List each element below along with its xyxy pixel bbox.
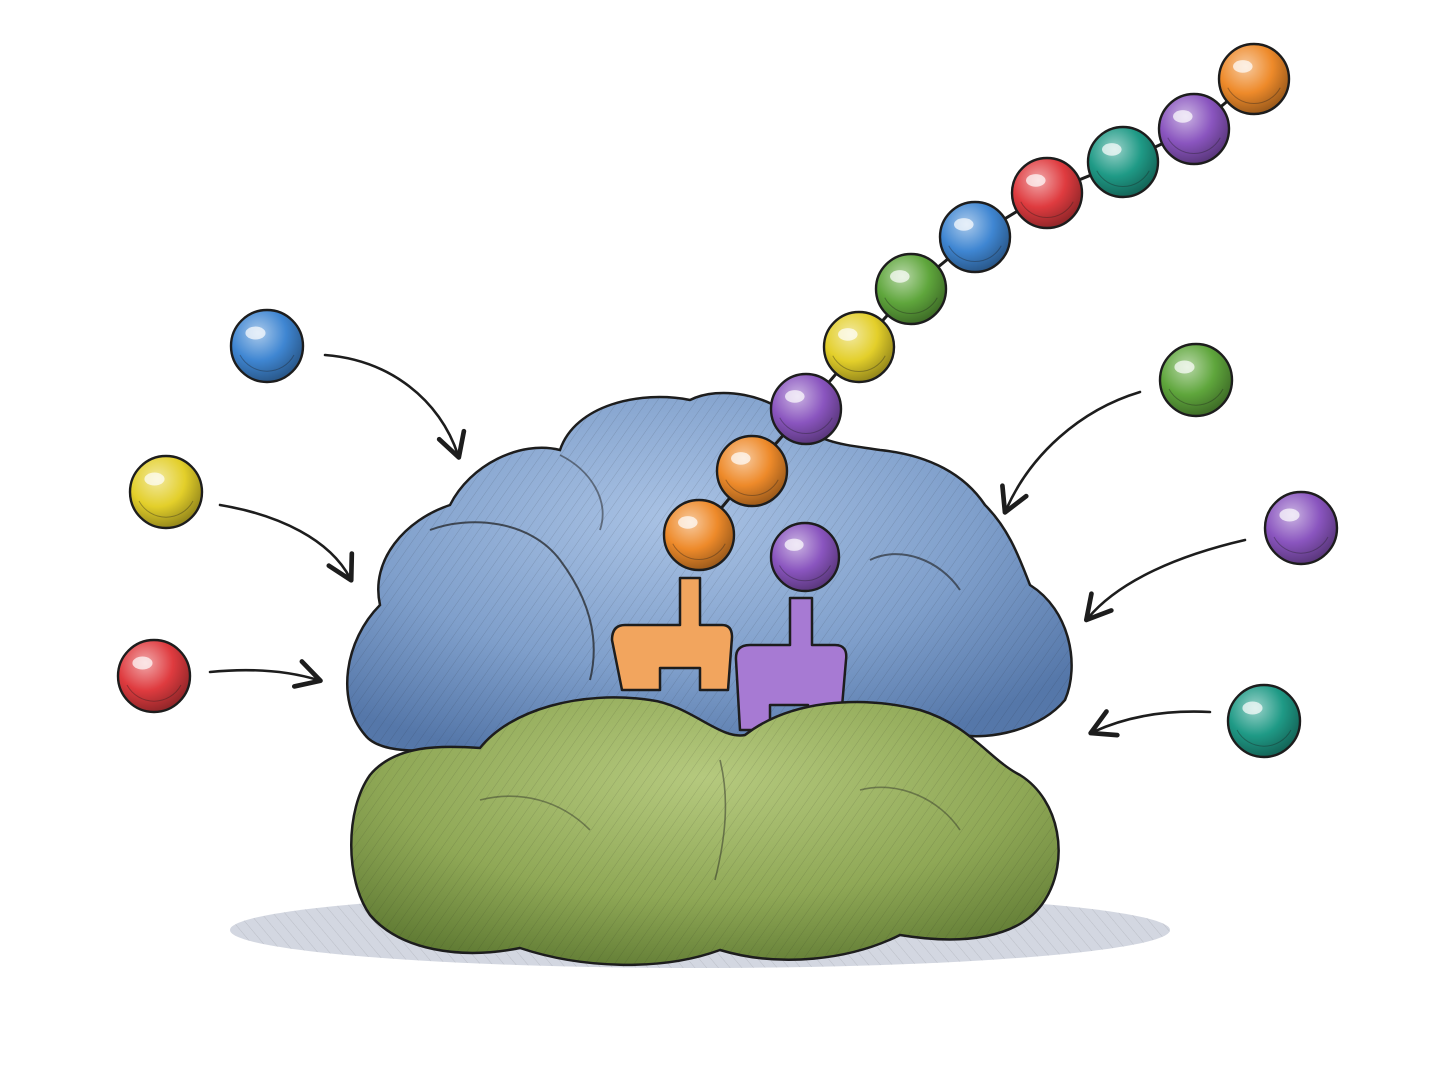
incoming-arrow-1 — [323, 353, 467, 460]
free-bead-blue — [229, 308, 305, 384]
free-bead-purple — [1263, 490, 1339, 566]
trna-purple — [734, 596, 848, 732]
incoming-arrows — [208, 353, 1247, 738]
incoming-arrow-5 — [1083, 538, 1247, 623]
small-subunit — [350, 696, 1060, 967]
chain-bead-orange — [715, 434, 789, 508]
large-subunit — [346, 391, 1073, 752]
chain-bead-orange — [662, 498, 736, 572]
chain-bead-orange — [1217, 42, 1291, 116]
polypeptide-chain — [662, 42, 1291, 593]
free-bead-green — [1158, 342, 1234, 418]
chain-link-line — [697, 77, 1255, 536]
incoming-arrow-6 — [1088, 709, 1212, 738]
incoming-arrow-3 — [208, 659, 323, 689]
chain-bead-purple — [769, 372, 843, 446]
chain-bead-red — [1010, 156, 1084, 230]
free-bead-teal — [1226, 683, 1302, 759]
chain-bead-green — [874, 252, 948, 326]
incoming-arrow-2 — [218, 503, 355, 583]
chain-bead-yellow — [822, 310, 896, 384]
free-amino-acids — [116, 308, 1339, 759]
trna-orange — [610, 576, 734, 692]
adapter-bead-purple — [769, 521, 841, 593]
free-bead-yellow — [128, 454, 204, 530]
chain-bead-blue — [938, 200, 1012, 274]
incoming-arrow-4 — [1000, 390, 1142, 515]
chain-bead-purple — [1157, 92, 1231, 166]
chain-bead-teal — [1086, 125, 1160, 199]
free-bead-red — [116, 638, 192, 714]
